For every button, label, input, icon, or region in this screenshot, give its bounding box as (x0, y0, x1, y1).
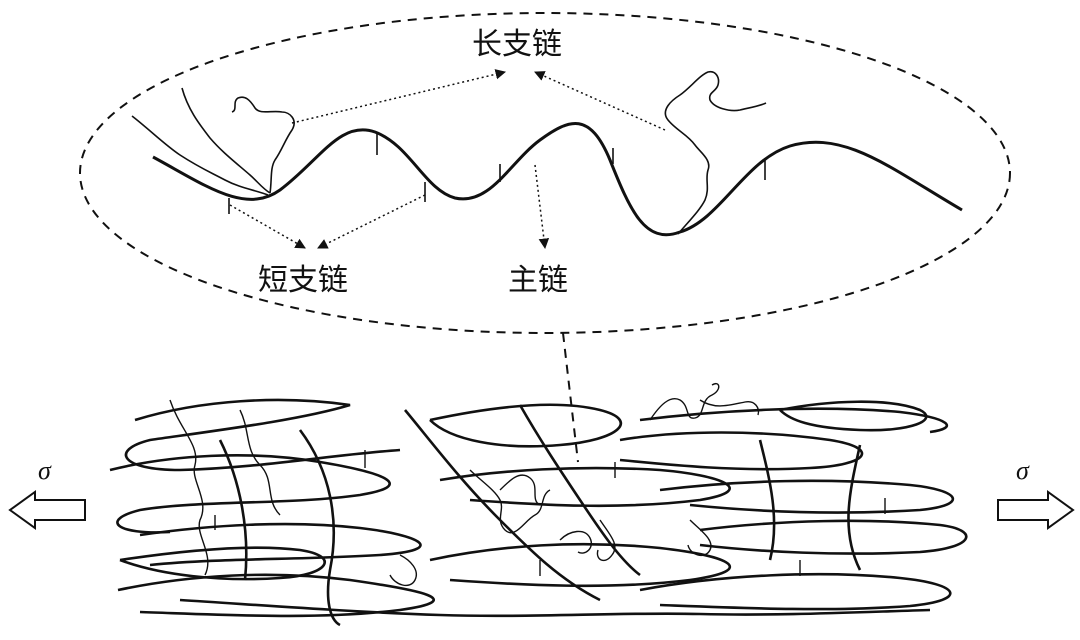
polymer-network-thin (169, 383, 760, 587)
annotation-arrows (229, 69, 666, 250)
polymer-network-thick (109, 398, 968, 627)
main-chain-label: 主链 (508, 263, 568, 298)
long-branch-lines (131, 70, 767, 235)
right-stress-label: σ (1016, 456, 1029, 485)
short-branch-ticks (228, 133, 766, 214)
left-stress-arrow-icon (8, 490, 86, 530)
magnification-ellipse (79, 12, 1011, 334)
left-stress-label: σ (38, 456, 51, 485)
main-chain-curve (152, 121, 963, 237)
long-branch-label: 长支链 (472, 27, 562, 62)
right-stress-arrow-icon (997, 490, 1075, 530)
short-branch-label: 短支链 (258, 263, 348, 298)
network-short-branch-ticks (214, 450, 886, 576)
magnification-connector (562, 332, 579, 463)
